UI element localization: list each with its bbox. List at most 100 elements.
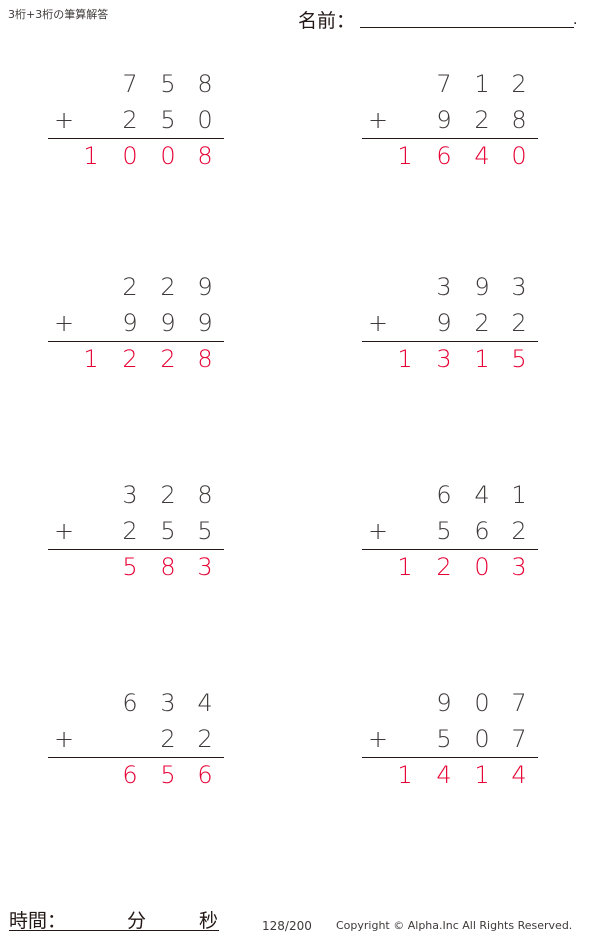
minutes-label: 分 <box>127 910 147 932</box>
plus-sign: + <box>368 517 389 545</box>
answer-digit: 4 <box>436 761 452 789</box>
digit: 8 <box>197 481 213 509</box>
digit: 2 <box>122 106 138 134</box>
digit: 8 <box>511 106 527 134</box>
digit: 0 <box>474 725 490 753</box>
seconds-label: 秒 <box>199 910 219 932</box>
answer-digit: 1 <box>474 345 490 373</box>
digit: 5 <box>436 517 452 545</box>
answer-digit: 8 <box>160 553 176 581</box>
time-field: 時間： 分 秒 <box>9 906 219 932</box>
name-end-dot: . <box>573 12 578 28</box>
digit: 5 <box>436 725 452 753</box>
digit: 2 <box>511 517 527 545</box>
answer-digit: 5 <box>122 553 138 581</box>
digit: 0 <box>474 689 490 717</box>
answer-digit: 1 <box>397 142 413 170</box>
answer-digit: 0 <box>474 553 490 581</box>
digit: 2 <box>511 70 527 98</box>
digit: 1 <box>474 70 490 98</box>
digit: 9 <box>436 689 452 717</box>
digit: 7 <box>436 70 452 98</box>
answer-digit: 1 <box>397 761 413 789</box>
digit: 7 <box>122 70 138 98</box>
digit: 2 <box>160 273 176 301</box>
answer-digit: 6 <box>197 761 213 789</box>
digit: 5 <box>197 517 213 545</box>
digit: 2 <box>474 309 490 337</box>
plus-sign: + <box>368 106 389 134</box>
plus-sign: + <box>54 725 75 753</box>
digit: 2 <box>122 273 138 301</box>
sum-rule <box>362 138 538 139</box>
sum-rule <box>48 757 224 758</box>
digit: 2 <box>160 481 176 509</box>
digit: 5 <box>160 517 176 545</box>
digit: 2 <box>122 517 138 545</box>
digit: 3 <box>511 273 527 301</box>
digit: 8 <box>197 70 213 98</box>
sum-rule <box>362 549 538 550</box>
digit: 6 <box>474 517 490 545</box>
plus-sign: + <box>54 517 75 545</box>
sum-rule <box>362 341 538 342</box>
digit: 4 <box>197 689 213 717</box>
answer-digit: 3 <box>197 553 213 581</box>
digit: 2 <box>160 725 176 753</box>
answer-digit: 4 <box>474 142 490 170</box>
sum-rule <box>48 138 224 139</box>
answer-digit: 2 <box>122 345 138 373</box>
answer-digit: 4 <box>511 761 527 789</box>
digit: 1 <box>511 481 527 509</box>
answer-digit: 5 <box>160 761 176 789</box>
answer-digit: 1 <box>474 761 490 789</box>
answer-digit: 0 <box>511 142 527 170</box>
digit: 3 <box>160 689 176 717</box>
digit: 7 <box>511 689 527 717</box>
name-field-line[interactable] <box>360 27 574 28</box>
page-number: 128/200 <box>262 919 312 933</box>
answer-digit: 1 <box>83 142 99 170</box>
digit: 3 <box>122 481 138 509</box>
digit: 7 <box>511 725 527 753</box>
answer-digit: 0 <box>160 142 176 170</box>
worksheet-title: 3桁+3桁の筆算解答 <box>8 8 109 21</box>
answer-digit: 8 <box>197 142 213 170</box>
answer-digit: 2 <box>160 345 176 373</box>
answer-digit: 1 <box>397 345 413 373</box>
digit: 3 <box>436 273 452 301</box>
sum-rule <box>362 757 538 758</box>
answer-digit: 3 <box>511 553 527 581</box>
digit: 6 <box>122 689 138 717</box>
sum-rule <box>48 341 224 342</box>
answer-digit: 3 <box>436 345 452 373</box>
digit: 9 <box>436 106 452 134</box>
digit: 9 <box>122 309 138 337</box>
answer-digit: 2 <box>436 553 452 581</box>
time-label: 時間： <box>9 910 67 932</box>
digit: 6 <box>436 481 452 509</box>
digit: 9 <box>436 309 452 337</box>
answer-digit: 6 <box>436 142 452 170</box>
name-label: 名前： <box>298 10 356 32</box>
answer-digit: 5 <box>511 345 527 373</box>
